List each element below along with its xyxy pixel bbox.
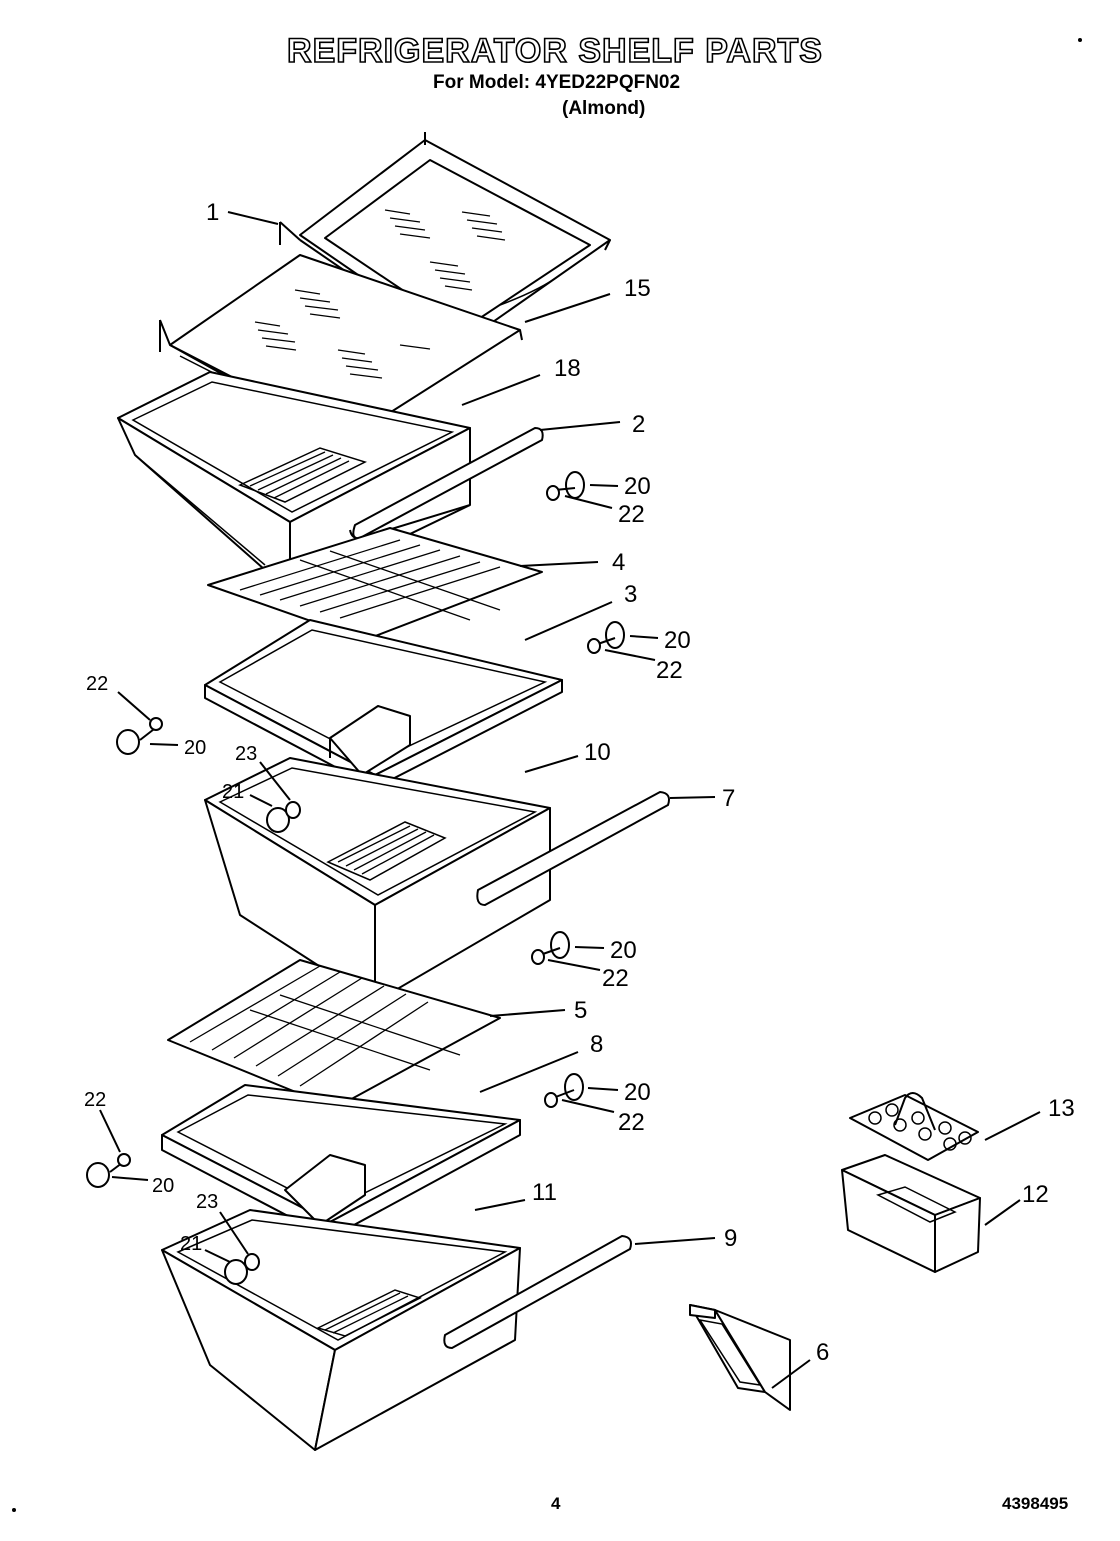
- document-number: 4398495: [1002, 1494, 1069, 1513]
- color-line: (Almond): [562, 98, 646, 119]
- corner-mark: [1078, 38, 1082, 42]
- callout-22c: 22: [86, 673, 108, 695]
- fasteners: [86, 471, 625, 1285]
- middle-crisper-drawer: [204, 757, 551, 1003]
- callout-12: 12: [1022, 1181, 1049, 1208]
- callout-15: 15: [624, 275, 651, 302]
- part-7-rail: [476, 791, 670, 906]
- part-13-tray-lid: [849, 1092, 979, 1161]
- part-5-glass-panel: [167, 959, 501, 1109]
- page-number: 4: [551, 1494, 561, 1513]
- callout-22f: 22: [84, 1089, 106, 1111]
- page-title: REFRIGERATOR SHELF PARTS: [286, 31, 823, 71]
- callout-21b: 21: [180, 1233, 202, 1255]
- callout-20c: 20: [184, 737, 206, 759]
- part-9-rail: [443, 1235, 632, 1349]
- callout-21a: 21: [222, 781, 244, 803]
- callout-20a: 20: [624, 473, 651, 500]
- callout-18: 18: [554, 355, 581, 382]
- part-6-bracket: [689, 1304, 791, 1411]
- callout-5: 5: [574, 997, 587, 1024]
- callout-22b: 22: [656, 657, 683, 684]
- part-12-tray-bin: [841, 1154, 981, 1273]
- callout-labels: 1 15 18 2 20 22 4 3 20 22 22 20 23 21 10…: [84, 199, 1075, 1366]
- callout-8: 8: [590, 1031, 603, 1058]
- callout-23a: 23: [235, 743, 257, 765]
- callout-2: 2: [632, 411, 645, 438]
- callout-10: 10: [584, 739, 611, 766]
- callout-3: 3: [624, 581, 637, 608]
- corner-mark: [12, 1508, 16, 1512]
- callout-23b: 23: [196, 1191, 218, 1213]
- part-2-rail: [352, 427, 544, 540]
- callout-9: 9: [724, 1225, 737, 1252]
- callout-20e: 20: [624, 1079, 651, 1106]
- leader-lines: [99, 211, 1041, 1389]
- callout-1: 1: [206, 199, 219, 226]
- model-line: For Model: 4YED22PQFN02: [433, 72, 681, 93]
- callout-20d: 20: [610, 937, 637, 964]
- callout-22a: 22: [618, 501, 645, 528]
- callout-22e: 22: [618, 1109, 645, 1136]
- callout-6: 6: [816, 1339, 829, 1366]
- callout-20b: 20: [664, 627, 691, 654]
- callout-7: 7: [722, 785, 735, 812]
- callout-22d: 22: [602, 965, 629, 992]
- part-8-cover-frame: [161, 1084, 521, 1239]
- callout-11: 11: [532, 1179, 557, 1206]
- bottom-crisper-drawer: [161, 1209, 521, 1451]
- part-3-cover-frame: [204, 619, 563, 789]
- callout-13: 13: [1048, 1095, 1075, 1122]
- callout-4: 4: [612, 549, 625, 576]
- callout-20f: 20: [152, 1175, 174, 1197]
